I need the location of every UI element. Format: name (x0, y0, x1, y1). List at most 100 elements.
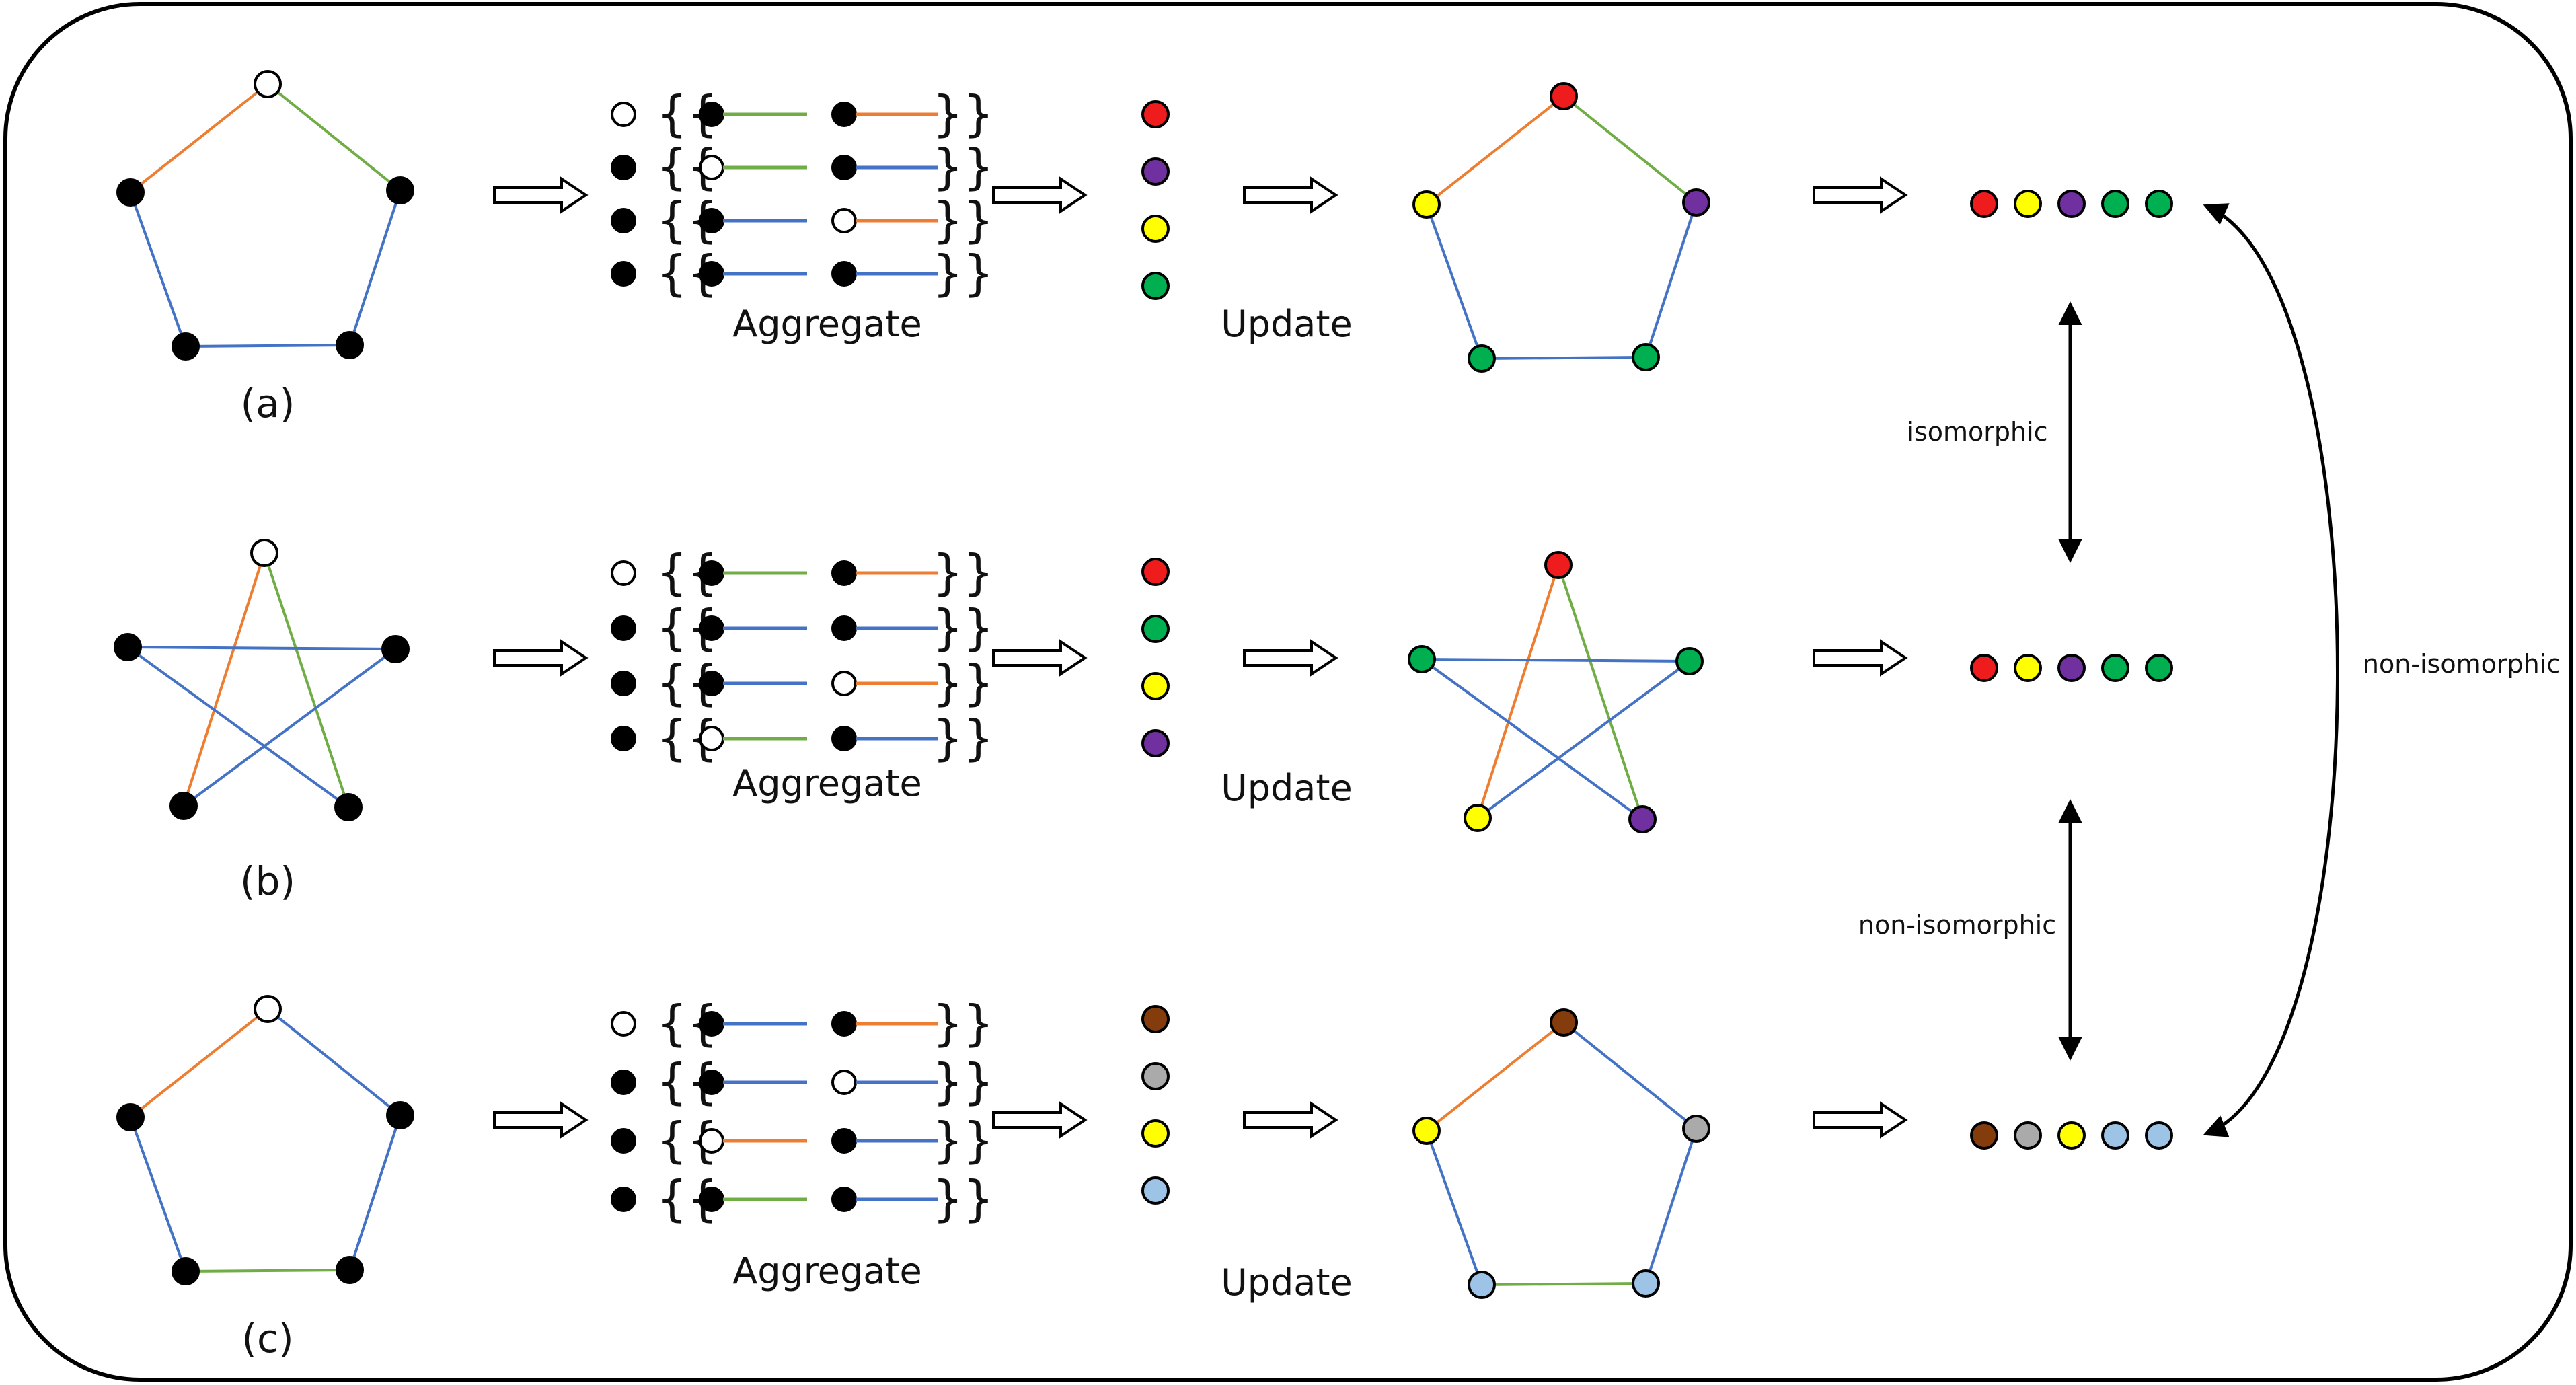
input-graph (116, 995, 414, 1285)
neighbor-node (831, 1128, 857, 1154)
aggregate-block: {{}}{{}}{{}}{{}} (611, 995, 994, 1227)
graph-node (114, 633, 142, 661)
graph-node (1682, 1115, 1710, 1143)
row-label: (c) (241, 1316, 293, 1361)
graph-edge (127, 646, 396, 650)
graph-edge (1644, 1128, 1698, 1284)
arrow-to-aggregate (493, 639, 589, 677)
graph-edge (1425, 1021, 1565, 1132)
new-color-node (1141, 558, 1170, 586)
graph-node (1464, 804, 1492, 832)
graph-node (254, 70, 282, 98)
aggregate-node (611, 1187, 636, 1212)
graph-node (116, 178, 145, 207)
neighbor-node (699, 1187, 724, 1212)
row-label: (a) (241, 381, 295, 426)
new-color-node (1141, 100, 1170, 128)
aggregate-node (611, 615, 636, 641)
new-color-node (1141, 729, 1170, 757)
color-histogram (1970, 1121, 2173, 1150)
arrow-to-histogram (1813, 1101, 1908, 1139)
close-multiset-brace: }} (932, 995, 994, 1051)
graph-edge (129, 83, 269, 194)
non-isomorphic-label-bc: non-isomorphic (1858, 910, 2056, 940)
graph-edge (185, 1269, 350, 1273)
graph-node (381, 635, 410, 663)
graph-edge (129, 1117, 187, 1272)
graph-node (1468, 1271, 1496, 1299)
new-color-list (1141, 558, 1170, 757)
arrow-to-histogram (1813, 176, 1908, 214)
neighbor-node (831, 671, 857, 696)
graph-node (250, 539, 278, 567)
neighbor-node (699, 155, 724, 180)
graph-edge (185, 344, 350, 348)
new-color-node (1141, 215, 1170, 243)
aggregate-item: {{}} (611, 192, 994, 248)
aggregate-item: {{}} (611, 654, 994, 711)
graph-edge (182, 552, 266, 807)
aggregate-item: {{}} (611, 1053, 994, 1110)
aggregate-node (611, 1070, 636, 1095)
histogram-node (2101, 1121, 2129, 1150)
aggregate-item: {{}} (611, 85, 994, 142)
new-color-node (1141, 615, 1170, 643)
graph-node (1468, 344, 1496, 373)
arrow-to-update (1243, 1101, 1338, 1139)
aggregate-node (611, 1128, 636, 1154)
graph-edge (1476, 564, 1560, 819)
graph-edge (348, 1115, 402, 1271)
graph-node (1412, 1117, 1441, 1145)
graph-node (1628, 805, 1657, 833)
neighbor-node (699, 560, 724, 586)
aggregate-block: {{}}{{}}{{}}{{}} (611, 544, 994, 766)
close-multiset-brace: }} (932, 654, 994, 711)
arrow-to-new-colors (992, 639, 1088, 677)
graph-edge (1481, 356, 1646, 360)
neighbor-node (831, 726, 857, 751)
neighbor-node (831, 208, 857, 233)
graph-edge (1644, 202, 1698, 358)
graph-node (1632, 1269, 1660, 1298)
aggregate-item: {{}} (611, 245, 994, 301)
graph-node (1412, 190, 1441, 219)
graph-node (1544, 551, 1573, 579)
neighbor-node (831, 615, 857, 641)
aggregate-node (611, 102, 636, 127)
non-isomorphic-label-ac: non-isomorphic (2363, 649, 2561, 679)
updated-graph (1412, 82, 1710, 373)
neighbor-node (831, 261, 857, 287)
new-color-node (1141, 1176, 1170, 1205)
update-label: Update (1221, 1261, 1353, 1304)
graph-node (254, 995, 282, 1023)
neighbor-node (699, 671, 724, 696)
histogram-node (2057, 190, 2086, 218)
neighbor-node (699, 102, 724, 127)
aggregate-item: {{}} (611, 1170, 994, 1227)
aggregate-node (611, 208, 636, 233)
update-label: Update (1221, 303, 1353, 345)
isomorphic-label: isomorphic (1907, 417, 2047, 447)
neighbor-node (699, 615, 724, 641)
update-label: Update (1221, 767, 1353, 809)
graph-node (172, 1257, 200, 1285)
neighbor-node (699, 726, 724, 751)
neighbor-node (699, 1070, 724, 1095)
graph-node (172, 332, 200, 361)
aggregate-item: {{}} (611, 995, 994, 1051)
aggregate-node (611, 726, 636, 751)
neighbor-node (699, 1128, 724, 1154)
graph-edge (129, 192, 187, 347)
histogram-node (2101, 654, 2129, 682)
aggregate-block: {{}}{{}}{{}}{{}} (611, 85, 994, 301)
neighbor-node (831, 1070, 857, 1095)
histogram-node (2145, 190, 2173, 218)
graph-node (336, 331, 364, 359)
graph-edge (263, 552, 350, 808)
graph-node (1550, 82, 1578, 110)
aggregate-item: {{}} (611, 1112, 994, 1168)
graph-node (1632, 343, 1660, 371)
color-histogram (1970, 654, 2173, 682)
aggregate-item: {{}} (611, 599, 994, 656)
new-color-node (1141, 1062, 1170, 1090)
